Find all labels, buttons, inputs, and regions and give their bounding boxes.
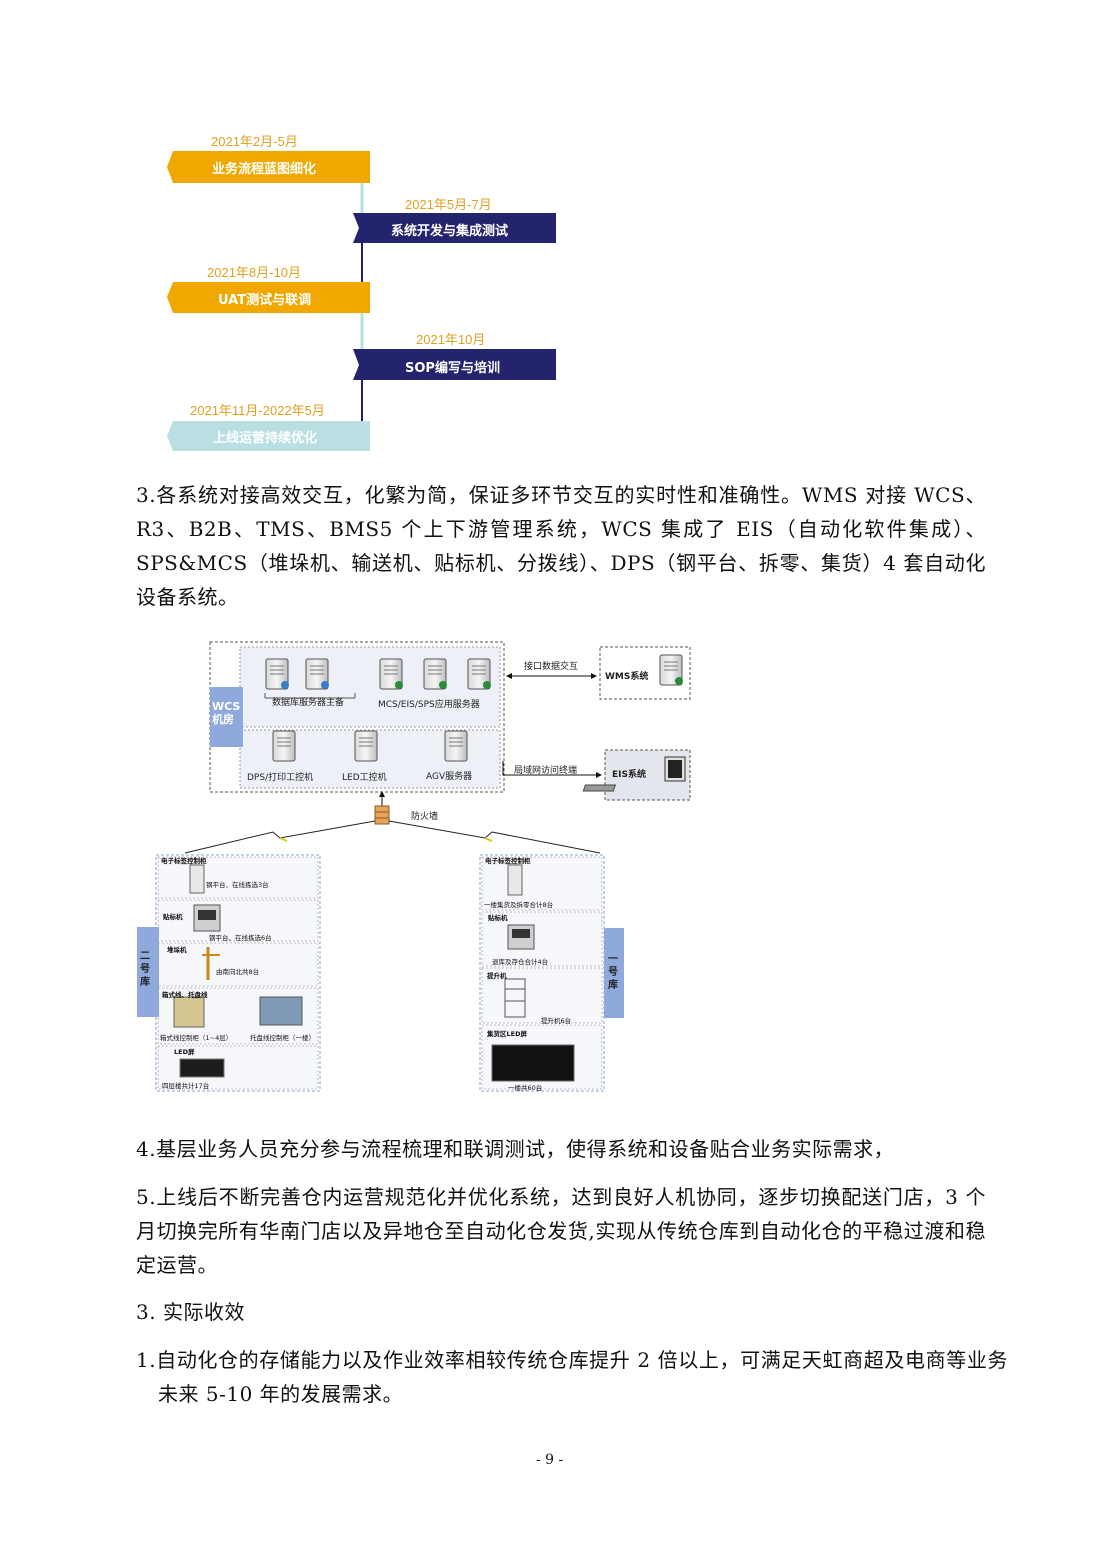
left-row-1-title: 电子标签控制柜 [161,857,207,865]
timeline-label-5: 上线运营持续优化 [213,431,318,446]
right-row-4-note: 一楼共60台 [508,1084,543,1092]
wms-system-label: WMS系统 [605,672,649,682]
left-row-5-title: LED屏 [174,1048,195,1056]
db-servers-label: 数据库服务器主备 [272,698,345,708]
timeline-label-1: 业务流程蓝图细化 [212,162,317,177]
eis-system-label: EIS系统 [612,770,646,780]
timeline-graphic [167,151,556,451]
left-row-5-note: 四层楼共计17台 [162,1082,210,1090]
right-row-1-note: 一楼集货及拆零合计8台 [484,901,554,909]
lan-label: 局域网访问终端 [514,766,578,776]
left-row-2-title: 贴标机 [163,913,183,921]
right-row-1-title: 电子标签控制柜 [485,857,531,865]
left-row-4-note-a: 箱式线控制柜（1~4层） [160,1034,233,1042]
right-row-3-title: 提升机 [487,972,507,980]
timeline-date-1: 2021年2月-5月 [211,134,298,149]
timeline-date-4: 2021年10月 [416,332,486,347]
wcs-room-label: WCS机房 [212,700,241,726]
timeline-date-2: 2021年5月-7月 [405,197,492,212]
timeline-label-3: UAT测试与联调 [218,293,312,308]
interface-label: 接口数据交互 [524,662,579,672]
left-row-3-title: 堆垛机 [167,946,187,954]
paragraph-results-1: 1.自动化仓的存储能力以及作业效率相较传统仓库提升 2 倍以上，可满足天虹商超及… [136,1348,1008,1406]
right-row-4-title: 集货区LED屏 [487,1030,527,1038]
left-row-3-note: 由南向北共8台 [216,968,260,976]
right-row-2-note: 退库及存仓合计4台 [492,958,549,966]
agv-server-label: AGV服务器 [426,772,473,782]
right-row-2-title: 贴标机 [488,914,508,922]
section-heading-results: 3. 实际收效 [136,1300,245,1324]
firewall-label: 防火墙 [411,812,439,822]
warehouse-2-label: 二号库 [140,951,150,988]
page-number: - 9 - [536,1452,564,1468]
timeline-date-5: 2021年11月-2022年5月 [190,403,325,418]
led-ipc-label: LED工控机 [342,773,387,783]
left-row-2-note: 钢平台、在线拣选6台 [209,934,272,942]
right-row-3-note: 提升机6台 [541,1017,572,1025]
app-servers-label: MCS/EIS/SPS应用服务器 [378,700,480,710]
left-row-4-title: 箱式线、托盘线 [162,991,208,999]
timeline-label-4: SOP编写与培训 [405,361,500,376]
paragraph-staff: 4.基层业务人员充分参与流程梳理和联调测试，使得系统和设备贴合业务实际需求， [136,1137,895,1161]
left-row-1-note: 钢平台、在线拣选3台 [206,881,269,889]
paragraph-systems: 3.各系统对接高效交互，化繁为简，保证多环节交互的实时性和准确性。WMS 对接 … [136,483,986,609]
timeline-label-2: 系统开发与集成测试 [391,224,509,239]
paragraph-operations: 5.上线后不断完善仓内运营规范化并优化系统，达到良好人机协同，逐步切换配送门店，… [136,1185,986,1277]
left-row-4-note-b: 托盘线控制柜（一楼） [250,1034,315,1042]
diagram-graphic [137,641,691,1092]
dps-ipc-label: DPS/打印工控机 [247,773,314,783]
warehouse-1-label: 一号库 [608,954,618,991]
timeline-date-3: 2021年8月-10月 [207,265,301,280]
